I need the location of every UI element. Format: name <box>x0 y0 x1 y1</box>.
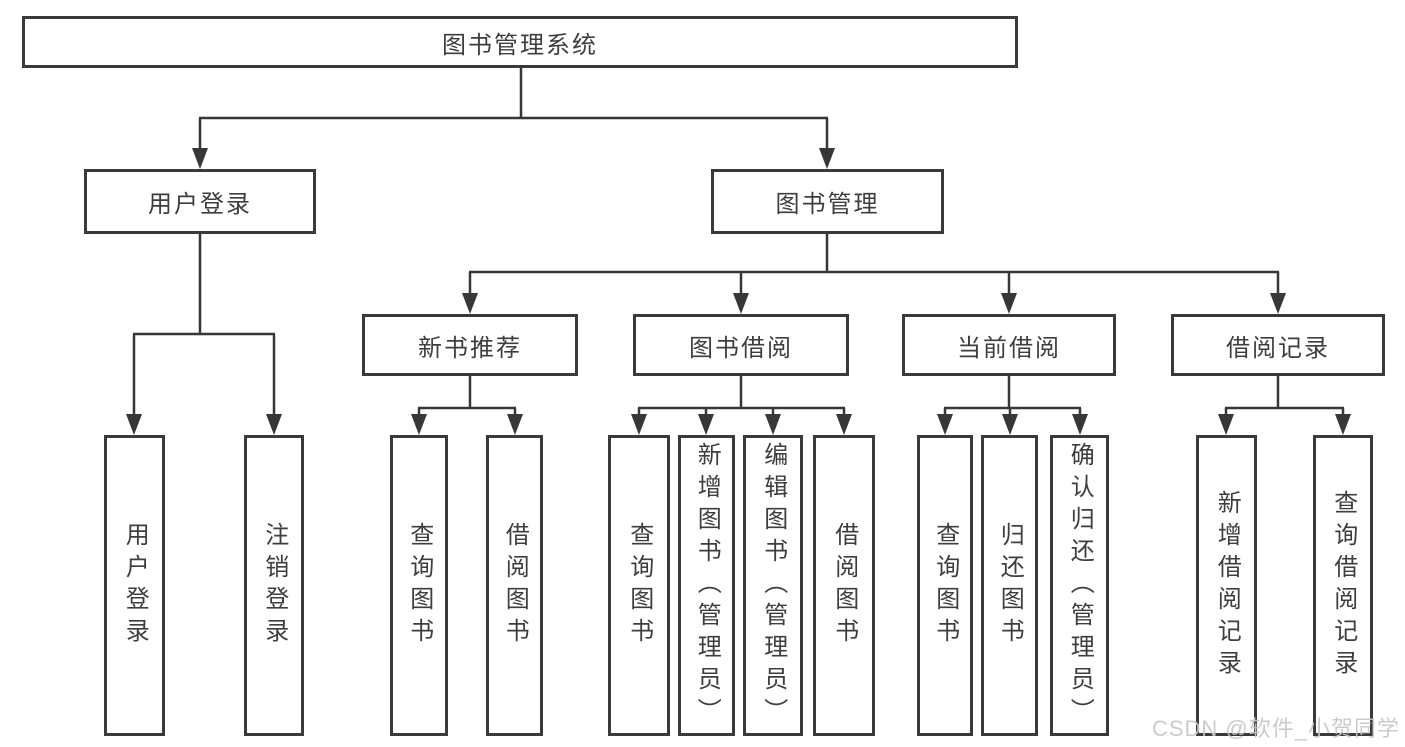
leaf-br-query-record: 查询借阅记录 <box>1313 435 1373 736</box>
leaf-nbr-borrow-books: 借阅图书 <box>486 435 543 736</box>
leaf-cb-confirm-return-admin: 确认归还（管理员） <box>1050 435 1109 736</box>
leaf-bb-query-books-label: 查询图书 <box>625 521 653 650</box>
node-current-borrowing: 当前借阅 <box>902 314 1116 376</box>
node-user-login-label: 用户登录 <box>148 191 252 218</box>
leaf-bb-query-books: 查询图书 <box>608 435 670 736</box>
node-new-book-recommendation: 新书推荐 <box>362 314 578 376</box>
leaf-user-login-label: 用户登录 <box>121 521 149 650</box>
leaf-logout-login-label: 注销登录 <box>260 521 288 650</box>
leaf-cb-query-books: 查询图书 <box>917 435 973 736</box>
node-user-login: 用户登录 <box>84 169 316 234</box>
node-new-book-recommendation-label: 新书推荐 <box>418 334 522 362</box>
leaf-logout-login: 注销登录 <box>244 435 304 736</box>
node-borrowing-records: 借阅记录 <box>1171 314 1385 376</box>
leaf-bb-edit-books-admin-label: 编辑图书（管理员） <box>759 441 787 730</box>
leaf-cb-return-books: 归还图书 <box>981 435 1038 736</box>
node-book-management-label: 图书管理 <box>775 191 880 218</box>
leaf-br-add-record: 新增借阅记录 <box>1196 435 1257 736</box>
node-library-system: 图书管理系统 <box>22 16 1018 68</box>
node-library-system-label: 图书管理系统 <box>442 31 598 59</box>
node-book-borrowing-label: 图书借阅 <box>689 334 793 362</box>
leaf-bb-add-books-admin-label: 新增图书（管理员） <box>693 441 721 730</box>
leaf-br-add-record-label: 新增借阅记录 <box>1213 489 1241 682</box>
leaf-cb-query-books-label: 查询图书 <box>931 521 959 650</box>
leaf-cb-confirm-return-admin-label: 确认归还（管理员） <box>1066 441 1094 730</box>
leaf-br-query-record-label: 查询借阅记录 <box>1329 489 1357 682</box>
node-book-borrowing: 图书借阅 <box>633 314 849 376</box>
node-current-borrowing-label: 当前借阅 <box>957 334 1061 362</box>
leaf-nbr-query-books-label: 查询图书 <box>405 521 433 650</box>
leaf-nbr-borrow-books-label: 借阅图书 <box>501 521 529 650</box>
node-borrowing-records-label: 借阅记录 <box>1226 334 1330 362</box>
leaf-bb-add-books-admin: 新增图书（管理员） <box>678 435 735 736</box>
leaf-bb-edit-books-admin: 编辑图书（管理员） <box>743 435 803 736</box>
leaf-nbr-query-books: 查询图书 <box>390 435 448 736</box>
csdn-watermark: CSDN @软件_小贺同学 <box>1151 716 1400 741</box>
leaf-bb-borrow-books-label: 借阅图书 <box>830 521 858 650</box>
leaf-bb-borrow-books: 借阅图书 <box>813 435 875 736</box>
leaf-user-login: 用户登录 <box>104 435 165 736</box>
node-book-management: 图书管理 <box>711 169 944 234</box>
leaf-cb-return-books-label: 归还图书 <box>996 521 1024 650</box>
